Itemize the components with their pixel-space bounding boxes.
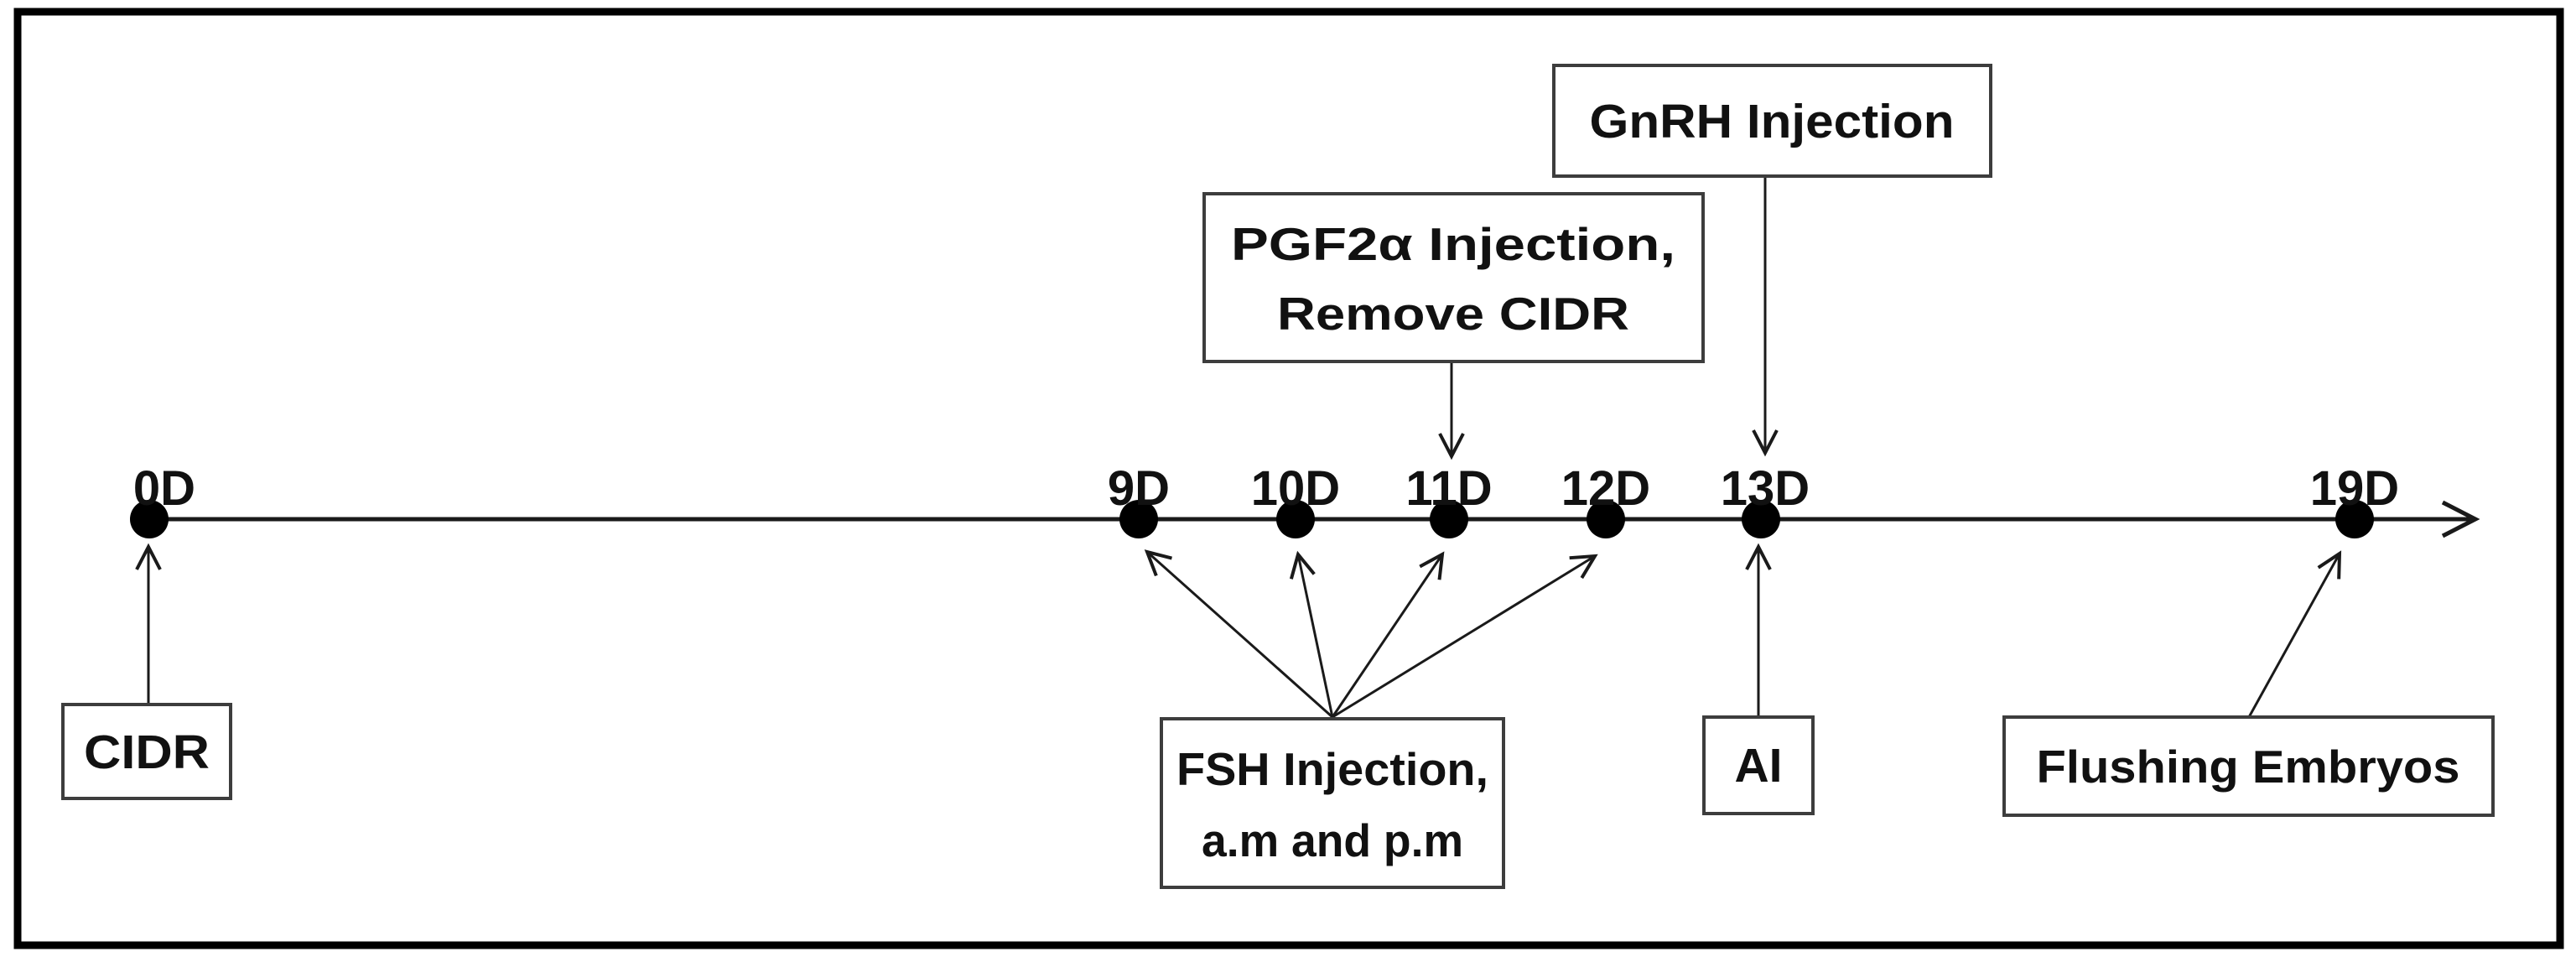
fsh-label-line2: a.m and p.m [1202, 814, 1463, 866]
flushing-box [2002, 715, 2495, 817]
cidr-label: CIDR [84, 725, 210, 779]
fsh-arrow-10d [1289, 550, 1334, 718]
pgf2a-label-line2: Remove CIDR [1277, 288, 1629, 340]
flushing-label: Flushing Embryos [2037, 741, 2460, 793]
timeline-dot-12d [1587, 500, 1625, 538]
fsh-arrow-9d [1144, 549, 1333, 719]
timeline-dot-9d [1119, 500, 1158, 538]
ai-label: AI [1735, 739, 1783, 793]
day-label-11d: 11D [1405, 461, 1492, 516]
day-label-0d: 0D [133, 461, 195, 516]
day-label-9d: 9D [1108, 461, 1170, 516]
ai-box [1702, 715, 1815, 815]
gnrh-box [1552, 64, 1992, 178]
day-label-13d: 13D [1721, 461, 1810, 516]
fsh-label-line1: FSH Injection, [1176, 743, 1488, 795]
fsh-arrow-11d [1331, 551, 1445, 718]
timeline-dot-10d [1276, 500, 1315, 538]
timeline-dot-19d [2335, 500, 2374, 538]
timeline-dot-11d [1430, 500, 1468, 538]
pgf2a-box [1202, 192, 1705, 363]
day-label-12d: 12D [1561, 461, 1650, 516]
fsh-box [1160, 717, 1505, 889]
day-label-19d: 19D [2310, 461, 2399, 516]
cidr-box [61, 703, 232, 800]
flushing-arrow [2247, 550, 2342, 718]
fsh-arrow-12d [1332, 554, 1598, 719]
timeline-dot-0d [130, 500, 169, 538]
pgf2a-label-line1: PGF2α Injection, [1231, 218, 1675, 270]
timeline-dot-13d [1742, 500, 1780, 538]
gnrh-label: GnRH Injection [1590, 95, 1955, 148]
day-label-10d: 10D [1251, 461, 1340, 516]
